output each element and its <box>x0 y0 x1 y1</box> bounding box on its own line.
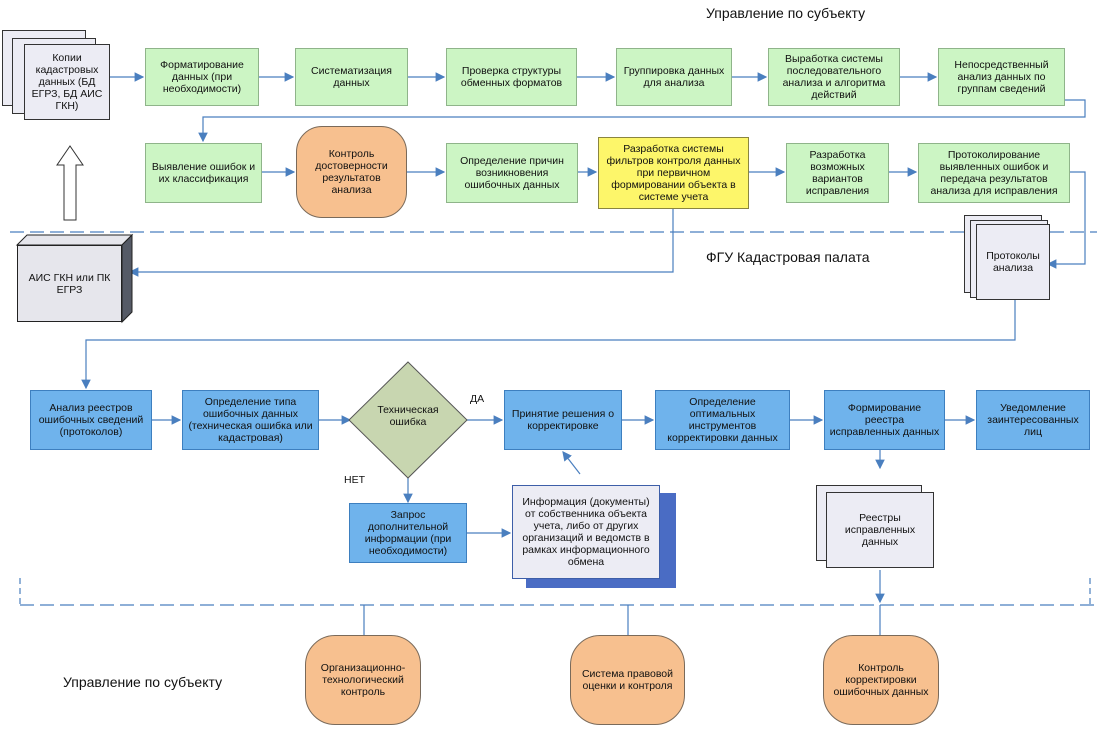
step-registry-formation: Формирование реестра исправленных данных <box>824 390 945 450</box>
step-info-request: Запрос дополнительной информации (при не… <box>349 503 467 563</box>
label-yes: ДА <box>470 393 485 405</box>
step-reliability-control: Контроль достоверности результатов анали… <box>296 126 407 218</box>
step-notification: Уведомление заинтересованных лиц <box>976 390 1090 450</box>
step-direct-analysis: Непосредственный анализ данных по группа… <box>938 48 1065 106</box>
label-no: НЕТ <box>344 474 365 486</box>
information-documents: Информация (документы) от собственника о… <box>512 485 660 579</box>
system-box: АИС ГКН или ПК ЕГРЗ <box>17 245 122 322</box>
step-error-causes: Определение причин возникновения ошибочн… <box>446 143 578 203</box>
step-format-check: Проверка структуры обменных форматов <box>446 48 577 106</box>
step-grouping: Группировка данных для анализа <box>616 48 732 106</box>
diamond-technical-error: Техническая ошибка <box>377 404 439 428</box>
source-documents: Копии кадастровых данных (БД ЕГРЗ, БД АИ… <box>24 44 110 120</box>
step-registry-analysis: Анализ реестров ошибочных сведений (прот… <box>30 390 152 450</box>
step-tools: Определение оптимальных инструментов кор… <box>655 390 790 450</box>
title-top: Управление по субъекту <box>706 5 866 21</box>
step-correction-options: Разработка возможных вариантов исправлен… <box>786 143 889 203</box>
protocols-documents: Протоколы анализа <box>976 224 1050 300</box>
control-org-tech: Организационно-технологический контроль <box>305 635 421 725</box>
registers-documents: Реестры исправленных данных <box>826 492 934 568</box>
step-error-detection: Выявление ошибок и их классификация <box>145 143 262 203</box>
step-systematization: Систематизация данных <box>295 48 408 106</box>
control-correction: Контроль корректировки ошибочных данных <box>823 635 939 725</box>
step-decision: Принятие решения о корректировке <box>504 390 622 450</box>
step-protocoling: Протоколирование выявленных ошибок и пер… <box>918 143 1070 203</box>
title-middle: ФГУ Кадастровая палата <box>706 249 870 265</box>
title-bottom: Управление по субъекту <box>63 674 223 690</box>
step-filter-system: Разработка системы фильтров контроля дан… <box>598 137 749 209</box>
step-error-type: Определение типа ошибочных данных (техни… <box>182 390 319 450</box>
control-legal: Система правовой оценки и контроля <box>570 635 685 725</box>
step-analysis-system: Выработка системы последовательного анал… <box>768 48 900 106</box>
step-formatting: Форматирование данных (при необходимости… <box>145 48 259 106</box>
